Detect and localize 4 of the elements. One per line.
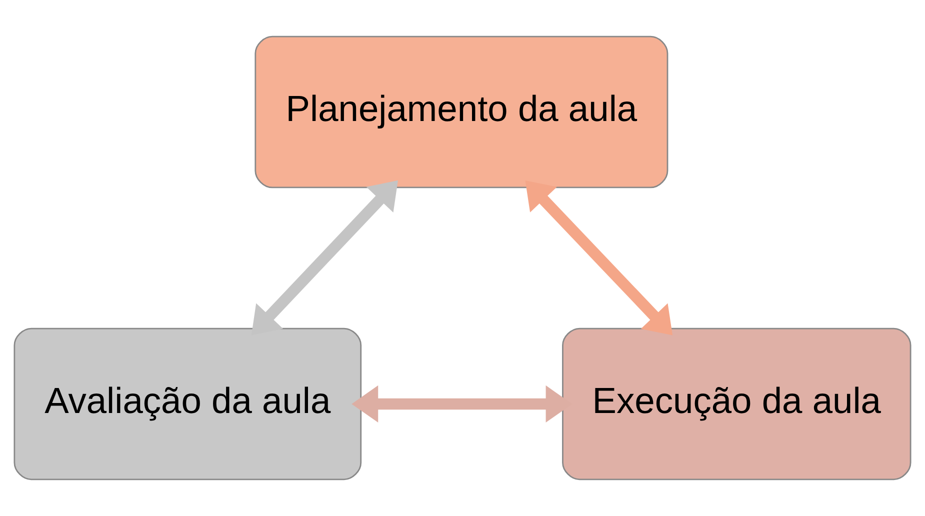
arrow xyxy=(525,180,673,336)
node-box: Execução da aula xyxy=(562,328,912,480)
node-box: Planejamento da aula xyxy=(254,36,668,188)
node-box: Avaliação da aula xyxy=(14,328,362,480)
